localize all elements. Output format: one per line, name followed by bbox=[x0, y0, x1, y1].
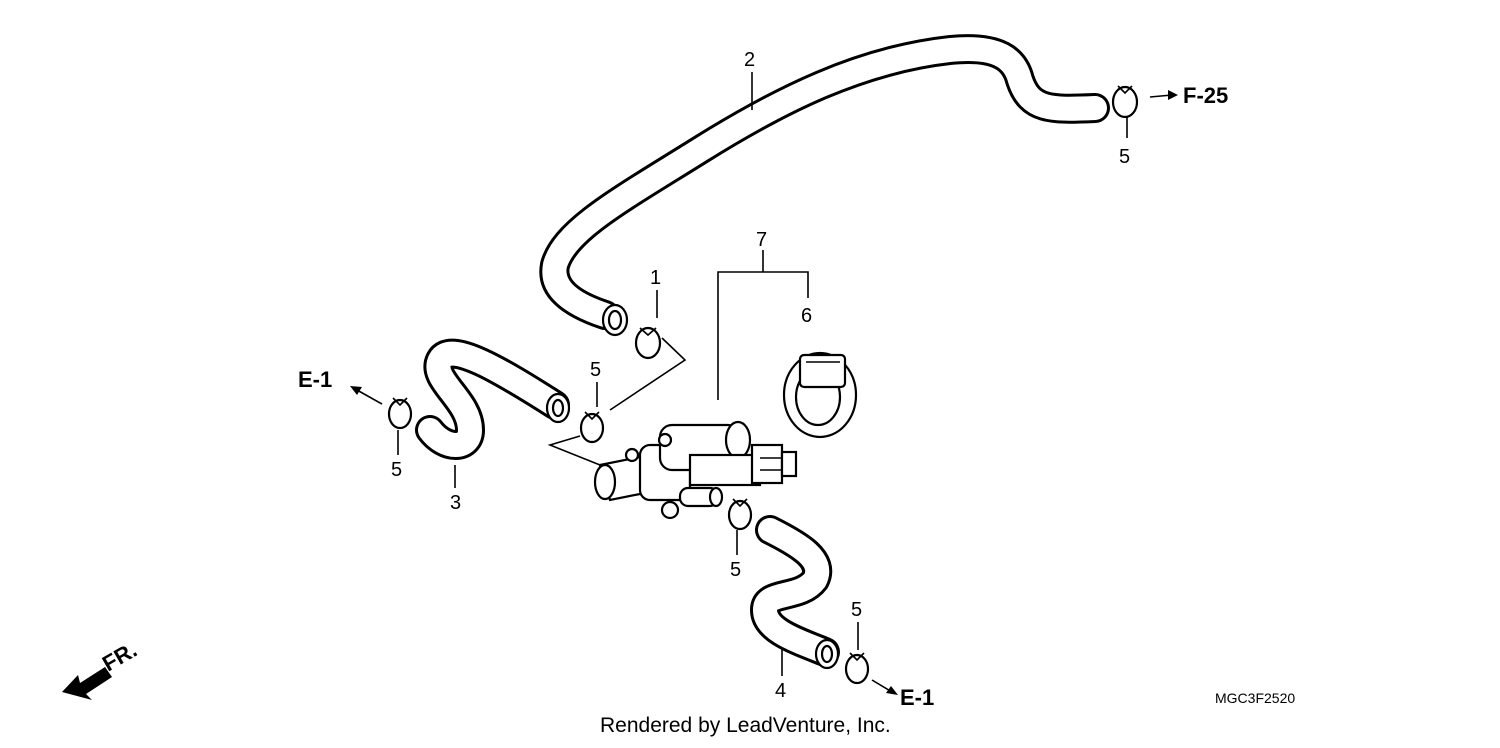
leader-lines bbox=[397, 72, 1128, 676]
hose-4[interactable] bbox=[750, 515, 840, 670]
hose-2[interactable] bbox=[539, 34, 1110, 337]
reference-arrows bbox=[350, 90, 1178, 695]
callout-5-lower-center: 5 bbox=[730, 559, 741, 581]
callout-6: 6 bbox=[801, 305, 812, 327]
callout-5-center: 5 bbox=[590, 359, 601, 381]
valve-cover-6[interactable] bbox=[782, 351, 858, 439]
callout-1: 1 bbox=[650, 267, 661, 289]
clamp-5-lower-center[interactable] bbox=[727, 498, 753, 531]
air-injection-valve[interactable] bbox=[593, 420, 798, 520]
reference-e1-left[interactable]: E-1 bbox=[298, 367, 332, 392]
clamp-5-center[interactable] bbox=[579, 411, 605, 444]
hose-3[interactable] bbox=[415, 338, 571, 460]
callout-5-top-right: 5 bbox=[1119, 146, 1130, 168]
reference-e1-right[interactable]: E-1 bbox=[900, 685, 934, 710]
drawing-code: MGC3F2520 bbox=[1215, 690, 1295, 706]
callout-3: 3 bbox=[450, 492, 461, 514]
reference-f25[interactable]: F-25 bbox=[1183, 83, 1228, 108]
front-arrow-icon: FR. bbox=[62, 637, 141, 700]
clamp-5-bottom-right[interactable] bbox=[844, 652, 870, 685]
callout-7: 7 bbox=[756, 229, 767, 251]
callout-4: 4 bbox=[775, 680, 786, 702]
callout-2: 2 bbox=[744, 49, 755, 71]
clamp-5-left[interactable] bbox=[387, 397, 413, 430]
callout-5-bottom-right: 5 bbox=[851, 599, 862, 621]
clamp-5-top-right[interactable] bbox=[1111, 85, 1139, 119]
credit-text: Rendered by LeadVenture, Inc. bbox=[600, 714, 891, 737]
callout-5-left: 5 bbox=[391, 459, 402, 481]
clamp-1[interactable] bbox=[634, 326, 662, 360]
